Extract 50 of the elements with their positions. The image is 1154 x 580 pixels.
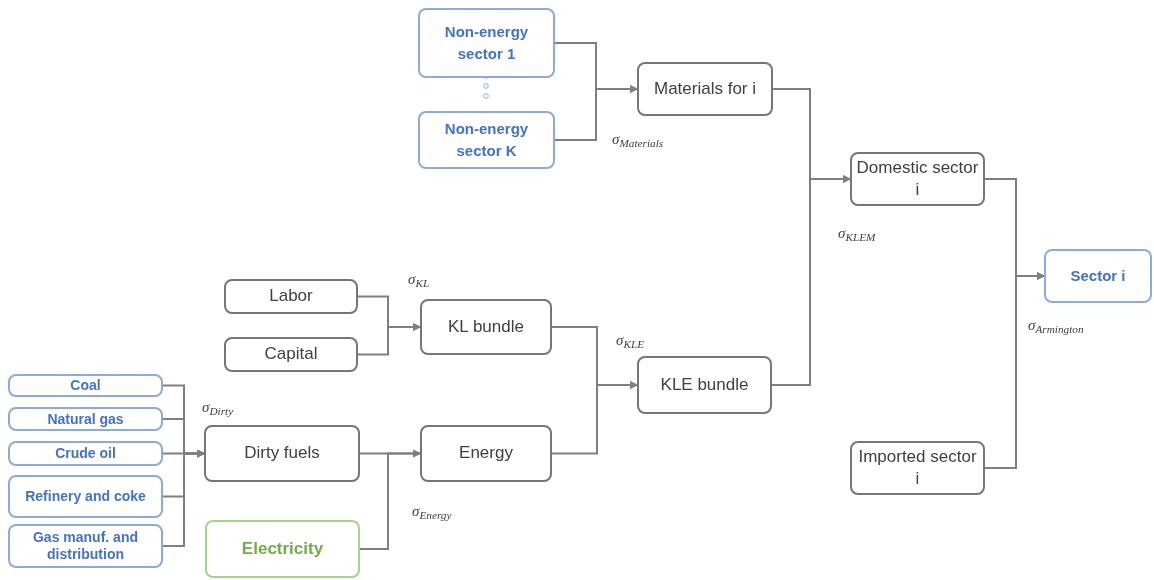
process-box	[8, 524, 163, 568]
box-label: KL bundle	[448, 315, 524, 338]
box-label: Non-energy sector K	[443, 118, 530, 161]
box-label: Capital	[264, 343, 318, 366]
elasticity-label: σ$_{KLE}$	[616, 331, 645, 352]
elasticity-label: σ$_{KL}$	[408, 270, 430, 291]
process-box	[420, 299, 552, 355]
process-box	[637, 62, 773, 116]
box-label: Non-energy sector 1	[443, 21, 530, 64]
elasticity-label: σ$_{Dirty}$	[202, 398, 234, 419]
connector-arrow	[359, 449, 421, 550]
box-label: Refinery and coke	[25, 488, 146, 505]
process-box	[224, 279, 358, 314]
elasticity-label: σ$_{Energy}$	[412, 502, 452, 523]
elasticity-label: σ$_{KLEM}$	[838, 224, 876, 245]
connector-arrow	[984, 272, 1045, 469]
box-label: Coal	[70, 377, 101, 394]
box-label: Natural gas	[47, 410, 124, 428]
process-box	[8, 374, 163, 397]
process-box	[418, 111, 555, 169]
box-label: Imported sector i	[857, 445, 978, 490]
process-box	[8, 475, 163, 518]
process-box	[1044, 249, 1152, 303]
box-label: Sector i	[1070, 265, 1126, 286]
box-label: Labor	[269, 285, 313, 308]
process-box	[204, 425, 360, 482]
process-box	[850, 441, 985, 495]
connector-arrow	[554, 85, 638, 141]
connector-arrow	[551, 381, 638, 455]
elasticity-label: σ$_{Materials}$	[612, 130, 664, 151]
box-label: Dirty fuels	[244, 442, 320, 465]
elasticity-label: σ$_{Armington}$	[1028, 316, 1084, 337]
process-box	[8, 441, 163, 466]
connector-arrow	[771, 175, 851, 386]
process-box	[224, 337, 358, 372]
box-label: Crude oil	[55, 445, 116, 462]
connector-arrow	[162, 449, 205, 547]
process-box	[205, 520, 360, 578]
box-label: Domestic sector i	[856, 156, 979, 201]
process-box	[850, 152, 985, 206]
process-box	[8, 407, 163, 431]
connector-arrow	[357, 323, 421, 356]
box-label: Materials for i	[654, 77, 756, 100]
process-box	[418, 8, 555, 78]
box-label: KLE bundle	[660, 373, 749, 396]
box-label: Electricity	[241, 538, 324, 561]
process-box	[637, 356, 772, 414]
box-label: Gas manuf. and distribution	[32, 529, 139, 563]
process-box	[420, 425, 552, 482]
box-label: Energy	[459, 442, 513, 465]
